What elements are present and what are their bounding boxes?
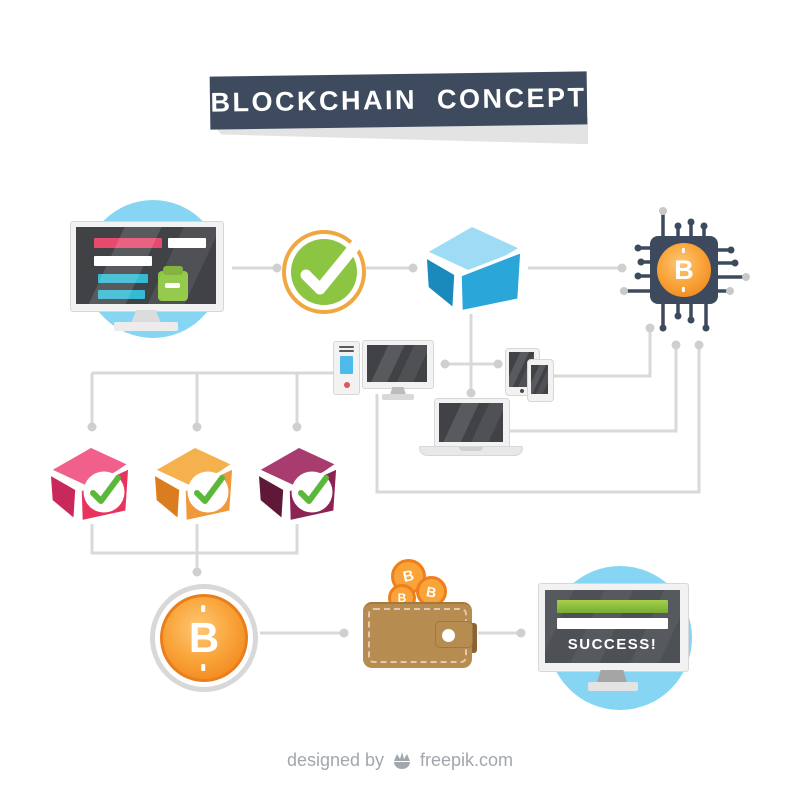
credit-prefix: designed by — [286, 750, 385, 770]
desktop-monitor-screen — [367, 345, 427, 382]
user-monitor-stand — [131, 310, 161, 323]
chip-pins — [626, 213, 744, 326]
screen-bar-cyan — [98, 290, 145, 299]
wallet-icon — [158, 266, 188, 301]
wallet-icon-lid — [163, 266, 183, 275]
bitcoin-icon: B — [163, 597, 245, 679]
check-icon — [298, 475, 329, 504]
screen-shine — [76, 227, 216, 304]
screen-bar-cyan — [98, 274, 148, 283]
screen-bar-pink — [94, 238, 162, 248]
laptop-screen-frame — [434, 398, 510, 448]
chip-pin-tips — [634, 218, 739, 332]
screen-bar-white — [168, 238, 206, 248]
desktop-monitor-stand — [390, 387, 406, 395]
desktop-monitor-base — [382, 394, 414, 400]
desktop-tower — [333, 341, 360, 395]
wallet-coin: B — [416, 576, 447, 607]
smartphone — [527, 359, 554, 402]
bitcoin-coin-ring: B — [150, 584, 258, 692]
verified-block-purple — [255, 444, 340, 524]
wallet-icon-slot — [165, 283, 180, 288]
chip-pin-gray-tips — [620, 207, 750, 295]
connector-lines — [90, 266, 701, 635]
credit-brand: freepik.com — [420, 750, 514, 770]
success-label: SUCCESS! — [567, 636, 658, 653]
check-icon — [300, 240, 361, 295]
connector-dots — [87, 263, 704, 638]
chip-bitcoin-coin: B — [657, 243, 711, 297]
user-monitor-base — [114, 322, 178, 331]
tower-vent-line — [339, 346, 354, 348]
check-icon — [90, 475, 121, 504]
laptop-notch — [459, 447, 483, 451]
block-cube-blue — [423, 223, 524, 314]
wallet-button — [442, 629, 455, 642]
user-monitor-screen — [76, 227, 216, 304]
success-monitor-frame: SUCCESS! — [538, 583, 689, 672]
success-progress-bar — [557, 600, 668, 613]
success-input-bar — [557, 618, 668, 629]
tower-power-led — [344, 382, 350, 388]
success-monitor-base — [588, 682, 638, 691]
smartphone-screen — [531, 365, 548, 394]
check-icon — [194, 475, 225, 504]
bitcoin-coin: B — [160, 594, 248, 682]
bitcoin-icon: B — [657, 243, 711, 297]
user-monitor-frame — [70, 221, 224, 312]
tower-drive-blue — [340, 356, 353, 374]
success-screen: SUCCESS! — [545, 590, 680, 663]
wallet-clasp — [435, 621, 473, 648]
success-monitor-stand — [597, 670, 627, 683]
freepik-logo-icon — [394, 751, 411, 769]
footer-credit: designed by freepik.com — [0, 750, 800, 771]
tablet-home-button — [520, 389, 524, 393]
desktop-monitor — [362, 340, 434, 389]
bitcoin-icon: B — [397, 591, 407, 605]
screen-bar-white — [94, 256, 152, 266]
laptop-screen — [439, 403, 503, 442]
tower-vent-line — [339, 350, 354, 352]
verified-block-pink — [47, 444, 132, 524]
verified-block-orange — [151, 444, 236, 524]
bitcoin-chip: B — [650, 236, 718, 304]
laptop-base — [419, 446, 523, 456]
